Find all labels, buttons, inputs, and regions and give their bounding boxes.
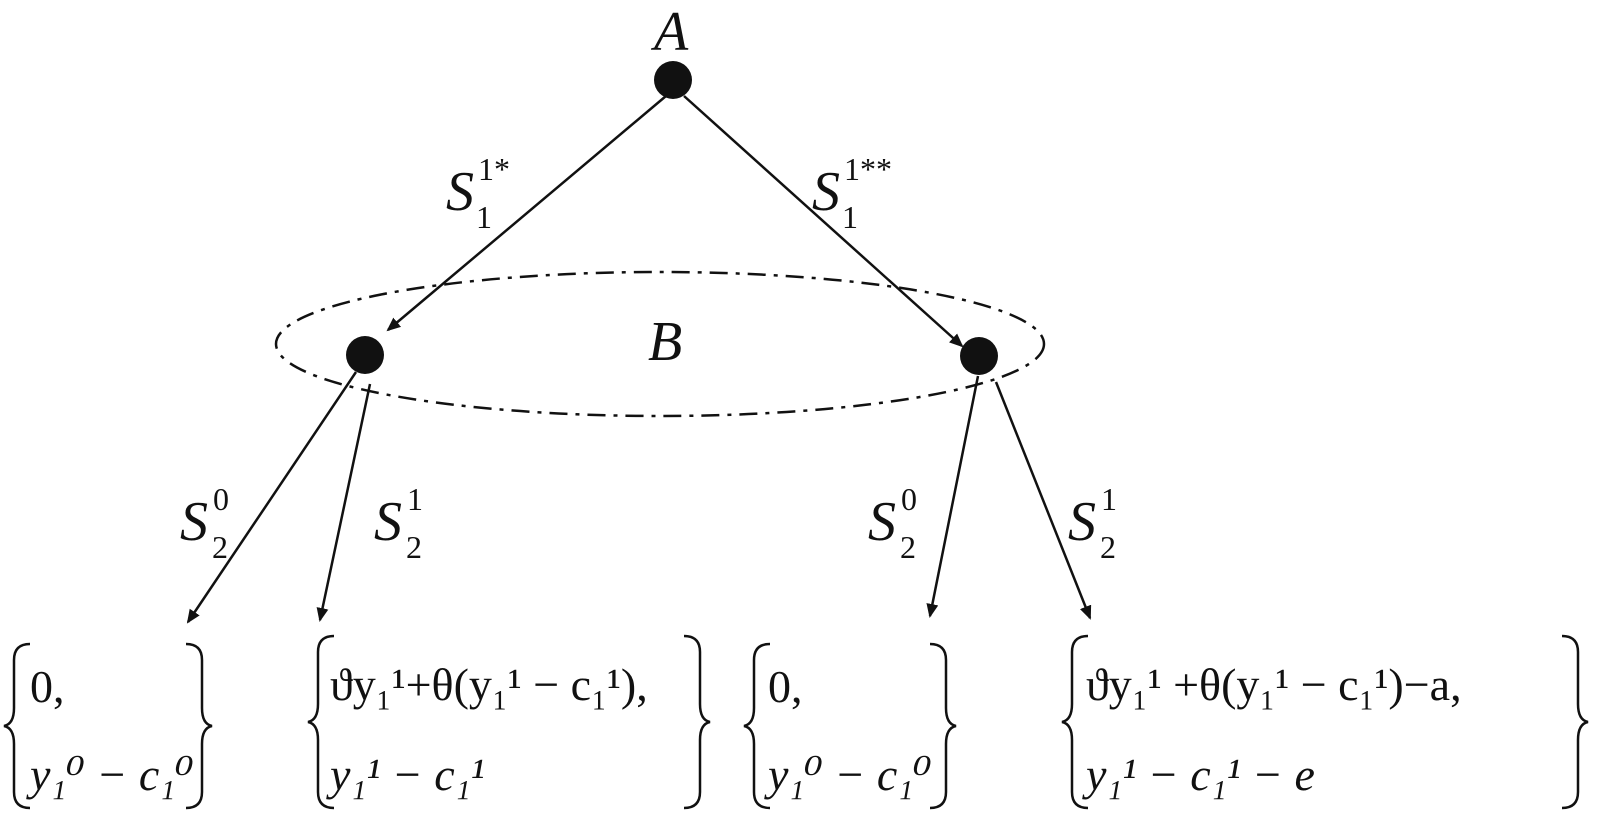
svg-text:0,: 0, xyxy=(30,661,65,712)
payoff-4: ϑy₁¹ +θ(y₁¹ − c₁¹)−a, y₁¹ − c₁¹ − e xyxy=(1061,634,1589,810)
edge-root-to-left xyxy=(386,95,667,332)
payoff-4-left-brace xyxy=(1061,634,1089,810)
svg-text:S: S xyxy=(374,491,402,553)
svg-text:1: 1 xyxy=(842,199,858,235)
right-decision-node xyxy=(960,337,998,375)
svg-text:1: 1 xyxy=(1101,481,1117,517)
svg-text:2: 2 xyxy=(406,529,422,565)
payoff-3-left-brace xyxy=(743,642,771,810)
svg-text:S: S xyxy=(868,491,896,553)
payoff-3: 0, y₁⁰ − c₁⁰ xyxy=(743,642,957,810)
payoff-1-left-brace xyxy=(3,642,31,810)
svg-text:ϑy₁¹+θ(y₁¹ − c₁¹),: ϑy₁¹+θ(y₁¹ − c₁¹), xyxy=(330,659,648,710)
edge-right-to-payoff4 xyxy=(994,381,1092,620)
root-node-label: A xyxy=(650,1,689,63)
payoff-2: ϑy₁¹+θ(y₁¹ − c₁¹), y₁¹ − c₁¹ xyxy=(307,634,711,810)
svg-text:1: 1 xyxy=(407,481,423,517)
svg-text:0: 0 xyxy=(901,481,917,517)
edge-right-to-payoff3 xyxy=(926,375,980,618)
svg-text:S: S xyxy=(812,161,840,223)
svg-text:y₁¹ − c₁¹ − e: y₁¹ − c₁¹ − e xyxy=(1082,749,1315,800)
payoff-2-right-brace xyxy=(683,634,711,810)
edge-label-right-s20: S 0 2 xyxy=(868,481,917,565)
svg-text:S: S xyxy=(180,491,208,553)
payoff-2-left-brace xyxy=(307,634,335,810)
svg-text:1: 1 xyxy=(476,199,492,235)
svg-text:S: S xyxy=(446,161,474,223)
payoff-1-right-brace xyxy=(185,642,213,810)
svg-text:1*: 1* xyxy=(478,151,510,187)
svg-text:2: 2 xyxy=(212,529,228,565)
svg-text:y₁¹ − c₁¹: y₁¹ − c₁¹ xyxy=(326,749,484,800)
edge-label-left-first: S 1* 1 xyxy=(446,151,510,235)
edge-left-to-payoff1 xyxy=(186,371,358,624)
svg-text:0,: 0, xyxy=(768,661,803,712)
svg-text:y₁⁰ − c₁⁰: y₁⁰ − c₁⁰ xyxy=(764,749,932,800)
payoff-3-right-brace xyxy=(929,642,957,810)
payoff-1: 0, y₁⁰ − c₁⁰ xyxy=(3,642,213,810)
svg-text:ϑy₁¹ +θ(y₁¹ − c₁¹)−a,: ϑy₁¹ +θ(y₁¹ − c₁¹)−a, xyxy=(1086,659,1462,710)
edge-root-to-right xyxy=(683,95,964,348)
svg-text:0: 0 xyxy=(213,481,229,517)
edge-label-left-s20: S 0 2 xyxy=(180,481,229,565)
edge-label-right-s21: S 1 2 xyxy=(1068,481,1117,565)
svg-text:2: 2 xyxy=(900,529,916,565)
root-node xyxy=(654,61,692,99)
payoff-4-right-brace xyxy=(1561,634,1589,810)
svg-text:2: 2 xyxy=(1100,529,1116,565)
info-set-label: B xyxy=(648,311,682,373)
left-decision-node xyxy=(346,336,384,374)
edge-label-left-s21: S 1 2 xyxy=(374,481,423,565)
information-set-ellipse xyxy=(274,270,1046,418)
svg-text:y₁⁰ − c₁⁰: y₁⁰ − c₁⁰ xyxy=(26,749,194,800)
svg-text:1**: 1** xyxy=(844,151,892,187)
edge-left-to-payoff2 xyxy=(316,383,372,622)
edge-label-right-first: S 1** 1 xyxy=(812,151,892,235)
svg-text:S: S xyxy=(1068,491,1096,553)
